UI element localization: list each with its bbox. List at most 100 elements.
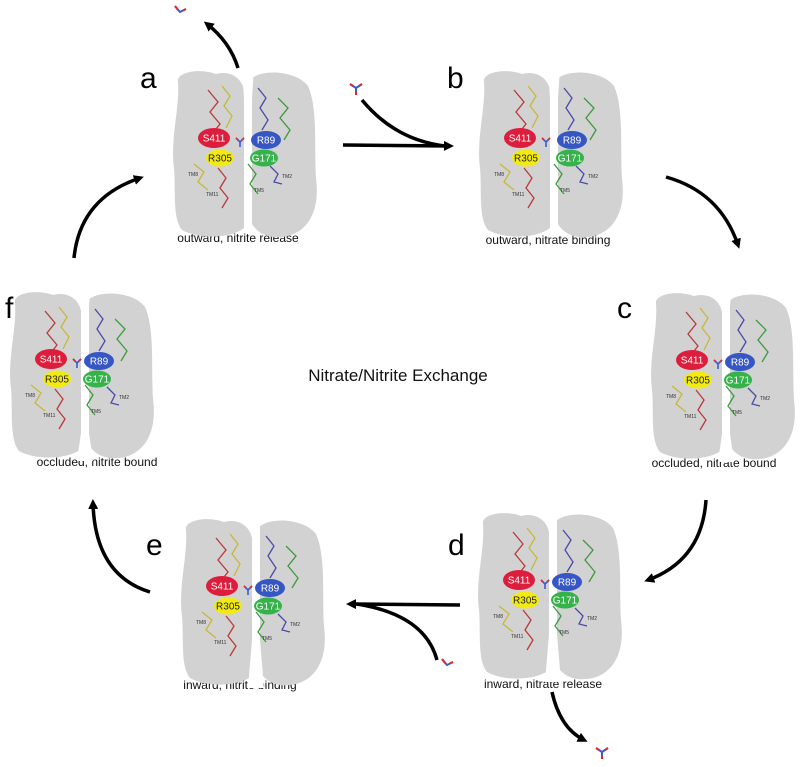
tm8-label: TM8 (494, 172, 504, 178)
panel-caption-f: occluded, nitrite bound (37, 455, 158, 469)
arrow-nitrite-out-a (203, 21, 240, 69)
tm11-helix (215, 537, 229, 583)
tm11-lower-helix (225, 615, 237, 657)
c-terminal-domain (252, 72, 317, 238)
panel-letter-d: d (448, 529, 465, 562)
tm11-lower-helix (54, 388, 66, 430)
r305-label: R305 (514, 154, 538, 165)
tm8-helix (229, 533, 241, 577)
tm8-lower-helix (201, 611, 217, 639)
g171-residue (83, 370, 111, 388)
c-terminal-domain (730, 294, 795, 460)
tm8-helix (527, 85, 539, 129)
r89-label: R89 (90, 357, 109, 368)
nitrate-ion-entering-b (349, 83, 363, 95)
arrow-c-to-d (644, 499, 708, 583)
tm11-helix (44, 310, 58, 356)
s411-label: S411 (509, 134, 532, 145)
r305-residue (206, 149, 234, 167)
tm5-helix (583, 97, 597, 141)
r89-label: R89 (563, 136, 582, 147)
r89-residue (557, 131, 587, 149)
tm2-label: TM2 (587, 616, 597, 622)
r305-residue (684, 371, 712, 389)
bound-substrate (541, 137, 551, 147)
s411-residue (503, 570, 535, 590)
arrow-nitrate-in-b (360, 98, 446, 148)
periplasmic-opening (548, 68, 560, 128)
r305-label: R305 (513, 596, 537, 607)
tm2-label: TM2 (290, 622, 300, 628)
panel-letter-f: f (5, 292, 14, 325)
tm5-label: TM5 (560, 188, 570, 194)
tm2-lower-helix (106, 386, 120, 406)
g171-residue (254, 597, 282, 615)
arrow-b-to-c (665, 175, 741, 249)
arrow-e-to-f (88, 499, 151, 594)
s411-residue (198, 128, 230, 148)
r305-label: R305 (45, 375, 69, 386)
arrow-f-to-a (72, 175, 144, 259)
g171-residue (250, 149, 278, 167)
arrow-d-to-e (346, 599, 461, 610)
tm2-lower-helix (574, 607, 588, 627)
c-terminal-domain (260, 520, 325, 686)
tm5-label: TM5 (559, 630, 569, 636)
r89-residue (84, 352, 114, 370)
tm11-helix (513, 89, 527, 135)
tm5-helix (582, 539, 596, 583)
free-ions (174, 5, 609, 759)
tm11-label: TM11 (214, 640, 227, 646)
tm5-helix (277, 97, 291, 141)
r305-label: R305 (208, 154, 232, 165)
cytoplasmic-opening (545, 610, 561, 682)
panel-letter-b: b (447, 62, 464, 95)
panel-letter-c: c (617, 292, 632, 325)
r305-residue (214, 597, 242, 615)
r89-label: R89 (257, 136, 276, 147)
tm2-label: TM2 (588, 174, 598, 180)
tm2-label: TM2 (282, 174, 292, 180)
tm8-label: TM8 (196, 620, 206, 626)
tm5-label: TM5 (91, 409, 101, 415)
tm2-helix (265, 535, 277, 579)
tm2-helix (735, 309, 747, 353)
s411-label: S411 (40, 355, 63, 366)
closed-gate-bottom (718, 420, 734, 462)
tm2-helix (94, 308, 106, 352)
closed-gate-bottom (77, 419, 93, 461)
g171-residue (556, 149, 584, 167)
bound-substrate (235, 137, 245, 147)
r305-residue (512, 149, 540, 167)
bound-substrate (72, 358, 82, 368)
r89-residue (725, 353, 755, 371)
tm8-label: TM8 (25, 393, 35, 399)
tm11-helix (512, 531, 526, 577)
tm2-helix (563, 87, 575, 131)
tm11-helix (685, 311, 699, 357)
tm8-lower-helix (30, 384, 46, 412)
bound-substrate (713, 359, 723, 369)
tm8-label: TM8 (188, 172, 198, 178)
r89-residue (255, 579, 285, 597)
tm11-label: TM11 (684, 414, 697, 420)
nitrite-ion-entering-e (441, 658, 454, 667)
panel-letter-e: e (146, 529, 163, 562)
closed-gate-top (79, 289, 91, 319)
tm8-lower-helix (498, 605, 514, 633)
bound-substrate (243, 585, 253, 595)
s411-residue (206, 576, 238, 596)
tm8-lower-helix (671, 385, 687, 413)
tm11-lower-helix (217, 167, 229, 209)
